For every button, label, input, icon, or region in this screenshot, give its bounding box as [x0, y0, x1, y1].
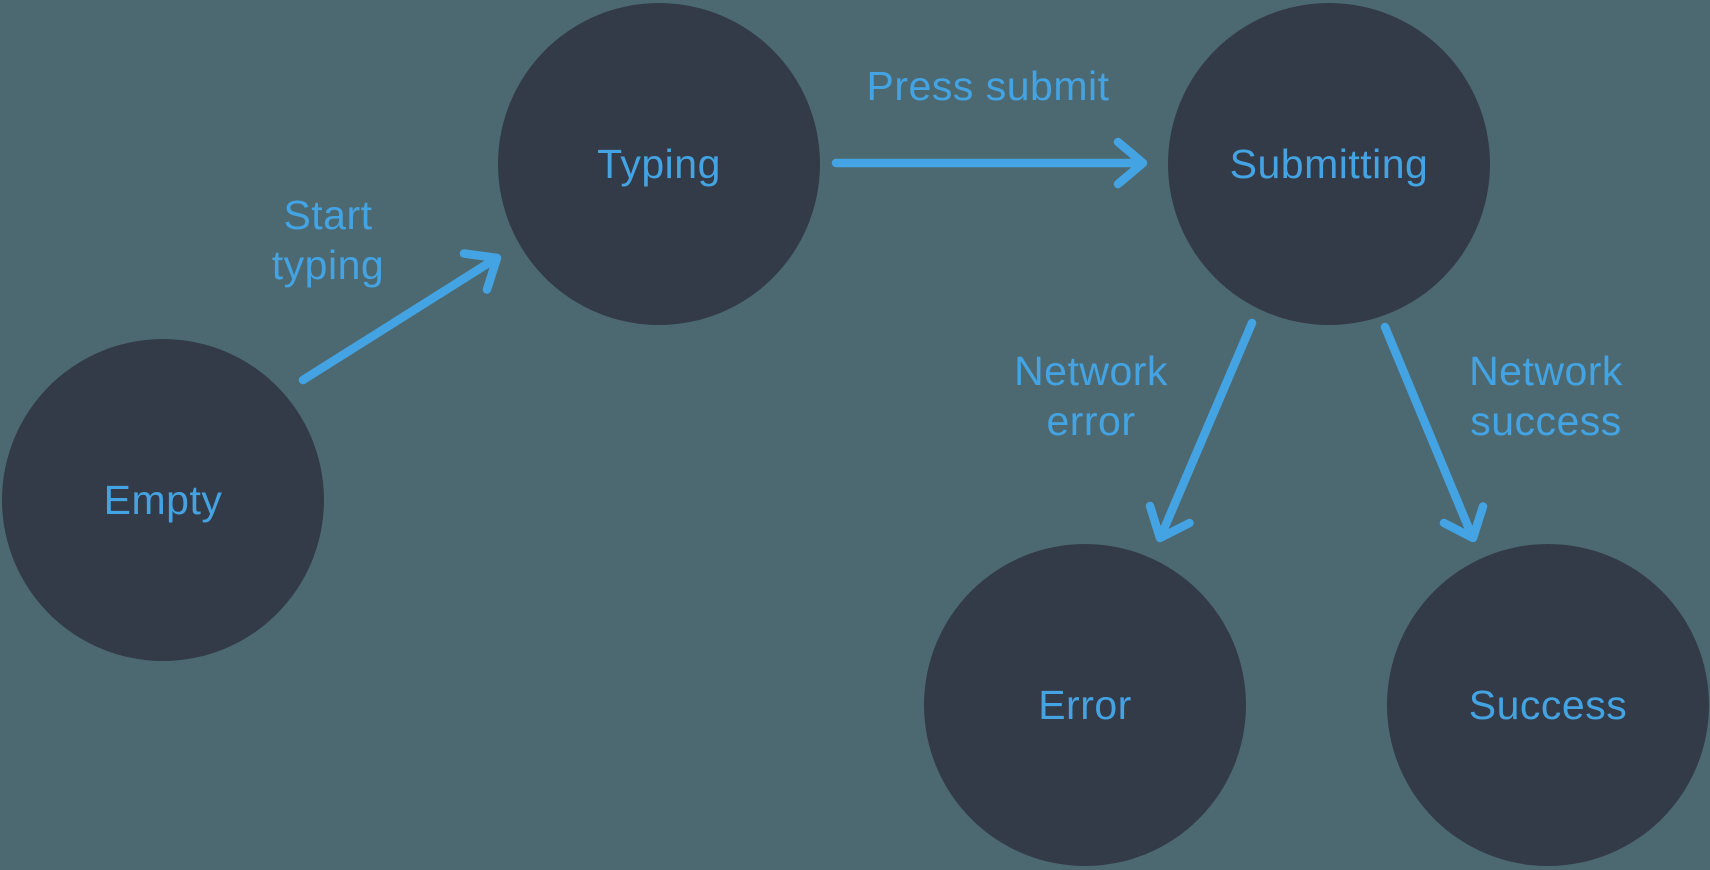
edge-network-error [1145, 318, 1257, 543]
edge-line [298, 254, 500, 385]
arrowhead-icon [1113, 137, 1148, 189]
node-label: Success [1468, 681, 1628, 728]
node-label: Error [1038, 681, 1132, 728]
node-label: Empty [103, 476, 223, 523]
node-empty: Empty [2, 339, 324, 661]
node-error: Error [924, 544, 1246, 866]
edge-line [1156, 318, 1257, 541]
node-label: Typing [597, 140, 721, 187]
edge-start-typing [298, 249, 502, 385]
node-submitting: Submitting [1168, 3, 1490, 325]
arrowhead-icon [1439, 502, 1488, 543]
edge-press-submit [831, 137, 1148, 189]
edge-label-line: Network [1469, 348, 1623, 394]
edge-network-success [1380, 322, 1488, 543]
edge-label-start-typing: Start typing [272, 190, 384, 290]
arrowhead-icon [459, 249, 502, 294]
edge-label-line: typing [271, 242, 385, 288]
edge-line [1380, 322, 1477, 541]
node-success: Success [1387, 544, 1709, 866]
edge-label-line: Press submit [866, 63, 1110, 109]
edge-label-line: success [1470, 398, 1622, 444]
edge-label-line: error [1046, 398, 1136, 444]
edge-label-line: Network [1014, 348, 1168, 394]
edge-label-network-error: Network error [1014, 346, 1168, 446]
node-label: Submitting [1229, 140, 1429, 187]
edge-label-press-submit: Press submit [867, 61, 1110, 111]
node-typing: Typing [498, 3, 820, 325]
edge-label-network-success: Network success [1469, 346, 1623, 446]
arrowhead-icon [1145, 501, 1194, 543]
edge-label-line: Start [283, 192, 373, 238]
